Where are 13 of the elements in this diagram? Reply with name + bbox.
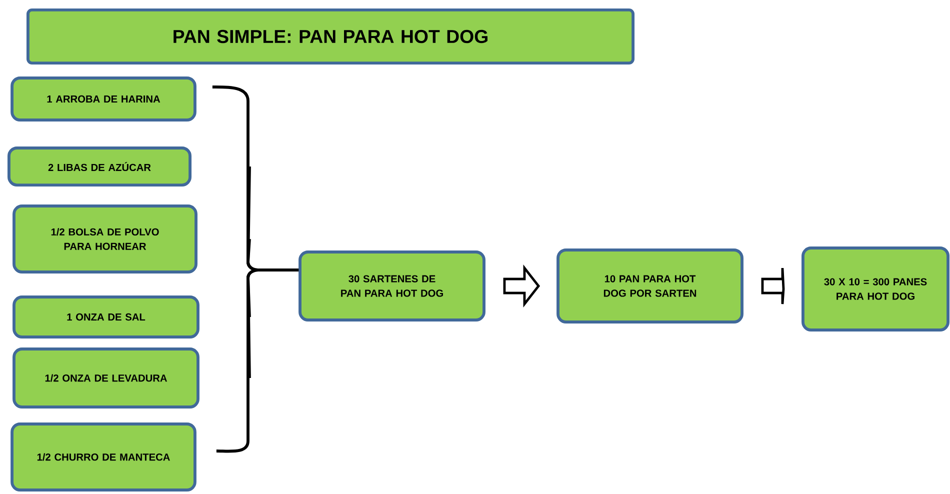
process-box: 1 ARROBA DE HARINA: [10, 76, 196, 122]
process-box: 10 PAN PARA HOT DOG POR SARTEN: [556, 248, 744, 324]
process-box: 2 LIBAS DE AZÚCAR: [8, 146, 192, 186]
process-box: 1/2 ONZA DE LEVADURA: [12, 348, 200, 408]
process-box: 30 SARTENES DE PAN PARA HOT DOG: [298, 250, 486, 322]
process-box: 1/2 BOLSA DE POLVO PARA HORNEAR: [12, 204, 198, 274]
process-box: 1 ONZA DE SAL: [12, 296, 200, 338]
block-arrow: [761, 266, 785, 306]
title-box: PAN SIMPLE: PAN PARA HOT DOG: [26, 8, 634, 64]
process-box: 30 X 10 = 300 PANES PARA HOT DOG: [802, 246, 950, 332]
block-arrow: [503, 264, 540, 308]
process-box: 1/2 CHURRO DE MANTECA: [10, 422, 196, 492]
brace: [216, 268, 299, 453]
